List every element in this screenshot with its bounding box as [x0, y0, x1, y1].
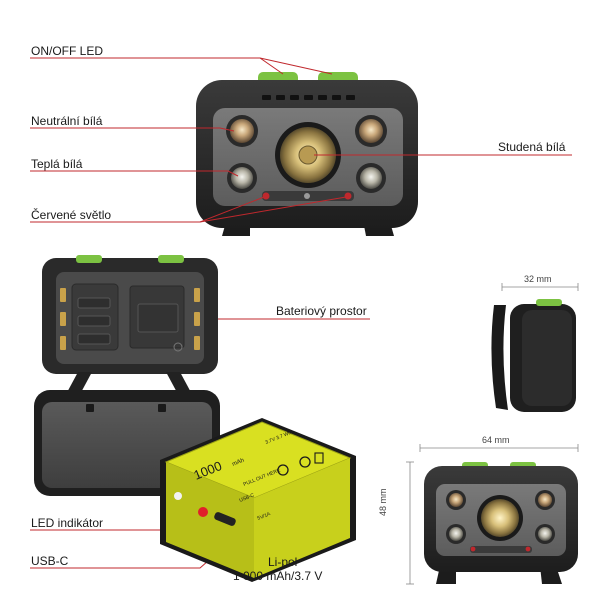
headlamp-front-view	[196, 72, 418, 236]
neutral-white-led-left	[230, 119, 254, 143]
callout-lines-top	[30, 57, 572, 569]
battery-port-text: USB-C	[239, 492, 256, 504]
headlamp-dimension-view	[406, 444, 579, 585]
battery-unit: mAh	[232, 458, 246, 468]
red-led-right	[344, 192, 352, 200]
dimension-depth: 32 mm	[524, 274, 552, 284]
label-red-light: Červené světlo	[31, 208, 112, 222]
usb-c-port	[214, 512, 236, 526]
head-strap	[491, 305, 508, 410]
label-battery-compartment: Bateriový prostor	[276, 304, 367, 318]
battery-pack	[160, 418, 356, 582]
label-warm-white: Teplá bílá	[31, 157, 83, 171]
label-neutral-white: Neutrální bílá	[31, 114, 103, 128]
dimension-width: 64 mm	[482, 435, 510, 445]
headlamp-side-view	[491, 283, 579, 412]
label-usb-c: USB-C	[31, 554, 69, 568]
battery-current: 5V/1A	[257, 511, 272, 522]
warm-white-led-right	[360, 167, 382, 189]
neutral-white-led-right	[359, 119, 383, 143]
label-cold-white: Studená bílá	[498, 140, 566, 154]
label-on-off-led: ON/OFF LED	[31, 44, 104, 58]
battery-front-face	[166, 462, 254, 578]
warm-white-led-left	[231, 167, 253, 189]
dimension-height: 48 mm	[378, 488, 388, 516]
red-led-left	[262, 192, 270, 200]
label-battery-spec: 1 000 mAh/3.7 V	[233, 569, 323, 583]
label-led-indicator: LED indikátor	[31, 516, 104, 530]
led-indicator-dot	[198, 507, 208, 517]
battery-side-face	[254, 458, 350, 578]
label-battery-type: Li-pol	[268, 555, 298, 569]
